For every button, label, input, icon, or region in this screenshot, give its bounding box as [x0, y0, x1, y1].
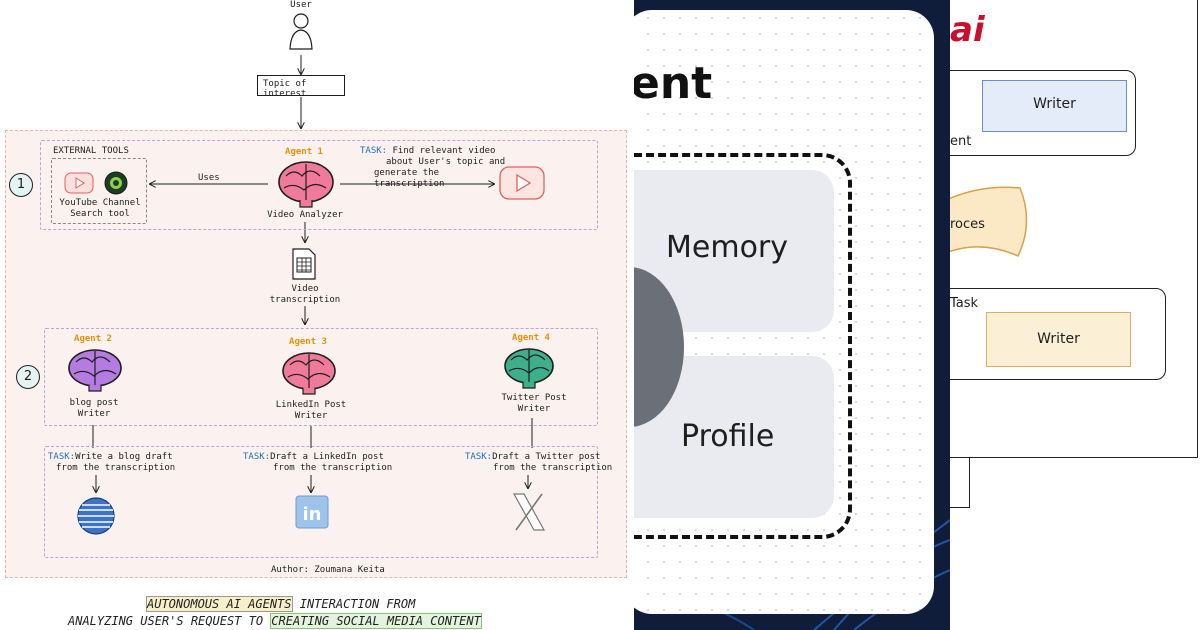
memory-label: Memory: [666, 230, 789, 265]
youtube-icon: [64, 172, 94, 194]
transcription-label: Video transcription: [265, 284, 345, 306]
caption-rest-1: INTERACTION FROM: [292, 597, 416, 611]
process-shape: [950, 186, 1028, 257]
agent-fragment: ent: [950, 134, 972, 149]
step-1-badge: 1: [9, 173, 33, 197]
task-card: [950, 288, 1166, 380]
middle-panel: ent Memory Profile: [634, 0, 950, 630]
x-twitter-icon: [512, 493, 546, 531]
process-fragment: roces: [950, 217, 985, 232]
task4-line2: from the transcription: [493, 463, 613, 473]
right-panel: ai Writer ent roces Task Writer: [950, 0, 1200, 630]
workflow-diagram: User Topic of interest 1 EXTERNAL TOOLS …: [5, 0, 635, 630]
agent3-name: LinkedIn Post Writer: [261, 400, 361, 422]
profile-label: Profile: [681, 419, 775, 454]
task1-line3: generate the transcription: [374, 168, 445, 189]
writer-box-1: [982, 80, 1127, 132]
topic-box: Topic of interest: [257, 75, 345, 99]
task1-line2: about User's topic and: [386, 157, 506, 167]
step-2-box: [44, 328, 598, 426]
agent3-name-line1: LinkedIn Post: [275, 400, 347, 410]
task-fragment: Task: [950, 296, 979, 311]
step-2-badge: 2: [16, 365, 40, 389]
writer-label-2: Writer: [1037, 331, 1080, 347]
task4-keyword: TASK:: [465, 452, 493, 462]
agent2-name: blog post Writer: [48, 398, 140, 420]
tool-name: YouTube Channel Search tool: [52, 198, 148, 220]
brain-icon: [504, 348, 554, 389]
tool-name-line1: YouTube Channel: [59, 198, 141, 208]
blog-globe-icon: [77, 497, 115, 535]
task4-line1: Draft a Twitter post: [492, 452, 601, 462]
step-1-box: [40, 140, 598, 230]
task1-line1: Find relevant video: [392, 146, 496, 156]
agent4-name: Twitter Post Writer: [488, 393, 580, 415]
external-tools-box: [51, 158, 147, 224]
tool-name-line2: Search tool: [70, 209, 130, 219]
brain-icon: [278, 161, 334, 208]
caption-line-1: AUTONOMOUS AI AGENTS INTERACTION FROM: [146, 596, 416, 612]
agent2-name-line1: blog post: [69, 398, 119, 408]
user-icon: [289, 13, 313, 50]
uses-label: Uses: [198, 173, 220, 183]
logo-fragment: ai: [950, 10, 985, 50]
task2-text: TASK:Write a blog draft from the transcr…: [48, 452, 208, 474]
svg-text:in: in: [303, 504, 322, 525]
youtube-icon: [499, 166, 545, 200]
agent2-tag: Agent 2: [74, 334, 112, 344]
task1-keyword: TASK:: [360, 146, 388, 156]
task2-line2: from the transcription: [56, 463, 176, 473]
task1-text: TASK: Find relevant video about User's t…: [360, 146, 510, 190]
task3-text: TASK:Draft a LinkedIn post from the tran…: [243, 452, 413, 474]
task2-keyword: TASK:: [48, 452, 76, 462]
task3-line1: Draft a LinkedIn post: [270, 452, 384, 462]
agent-card-1: [950, 70, 1136, 156]
connector-lines: [92, 55, 533, 630]
outer-frame: [950, 0, 1198, 458]
task2-line1: Write a blog draft: [75, 452, 173, 462]
caption-pre-2: ANALYZING USER'S REQUEST TO: [68, 614, 271, 628]
caption-highlight-2: CREATING SOCIAL MEDIA CONTENT: [270, 613, 482, 629]
writer-box-2: [986, 312, 1131, 367]
task4-text: TASK:Draft a Twitter post from the trans…: [465, 452, 635, 474]
agent1-tag: Agent 1: [285, 147, 323, 157]
lower-frame: [950, 458, 970, 508]
brain-icon: [68, 349, 122, 392]
caption-line-2: ANALYZING USER'S REQUEST TO CREATING SOC…: [68, 613, 482, 629]
heading-fragment: ent: [634, 58, 713, 109]
channel-icon: [104, 171, 128, 195]
task3-keyword: TASK:: [243, 452, 271, 462]
brain-icon: [282, 352, 336, 395]
outputs-box: [44, 446, 598, 558]
agent4-tag: Agent 4: [512, 333, 550, 343]
author-credit: Author: Zoumana Keita: [271, 565, 385, 575]
memory-profile-group: [634, 153, 852, 539]
agent4-name-line2: Writer: [517, 404, 551, 414]
agent1-name: Video Analyzer: [267, 210, 343, 220]
transcription-line1: Video: [291, 284, 319, 294]
document-icon: [292, 248, 316, 280]
agent4-name-line1: Twitter Post: [501, 393, 567, 403]
linkedin-icon: in: [295, 495, 329, 529]
agent3-name-line2: Writer: [294, 411, 328, 421]
writer-label-1: Writer: [1033, 96, 1076, 112]
external-tools-label: EXTERNAL TOOLS: [53, 146, 129, 156]
agent2-name-line2: Writer: [77, 409, 111, 419]
user-label: User: [290, 0, 312, 10]
task3-line2: from the transcription: [273, 463, 393, 473]
caption-highlight-1: AUTONOMOUS AI AGENTS: [146, 596, 293, 612]
transcription-line2: transcription: [269, 295, 341, 305]
agent3-tag: Agent 3: [289, 337, 327, 347]
